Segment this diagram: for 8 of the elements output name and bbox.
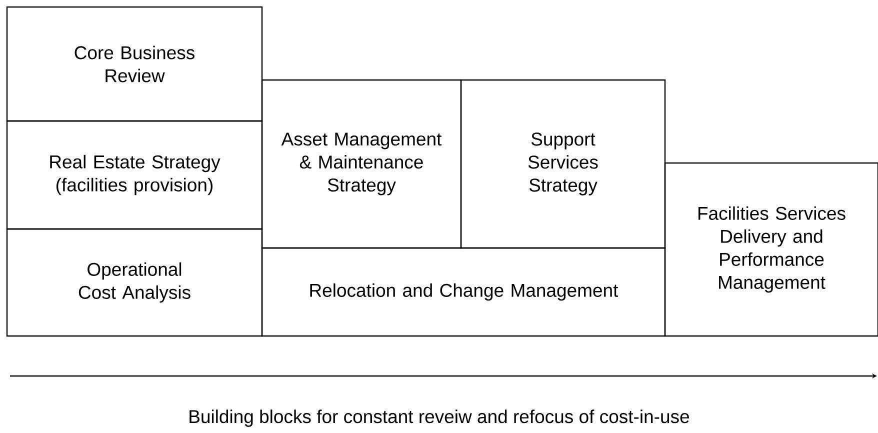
text-block: Core Business Review [6, 6, 263, 122]
text-block: Facilities Services Delivery and Performance Management [664, 162, 878, 337]
text-block: Operational Cost Analysis [6, 228, 263, 337]
text-block: Real Estate Strategy (facilities provision) [6, 120, 263, 230]
text-block: Asset Management & Maintenance Strategy [261, 79, 462, 249]
text-block: Support Services Strategy [460, 79, 666, 249]
text-block: Relocation and Change Management [261, 247, 666, 337]
caption: Building blocks for constant reveiw and refocus of cost-in-use [190, 410, 689, 427]
